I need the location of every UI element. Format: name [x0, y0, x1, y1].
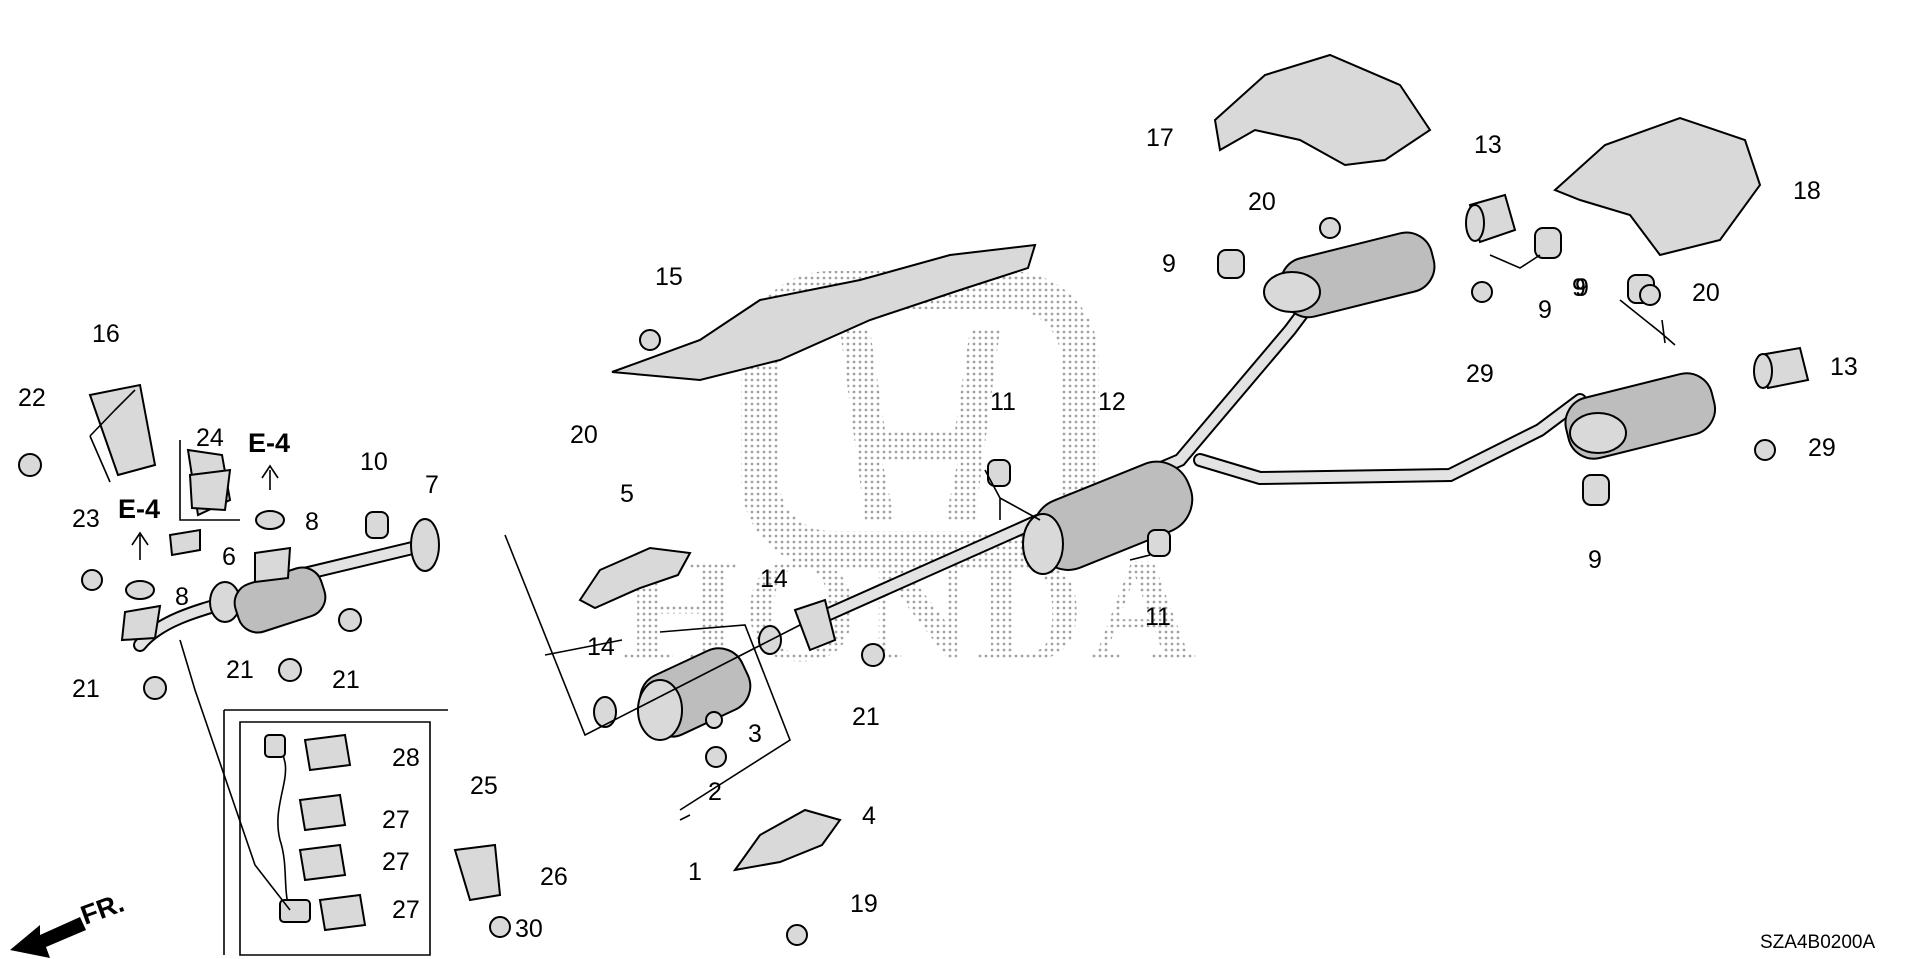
callout-6: 6	[222, 543, 236, 571]
ref-label-e4-upper: E-4	[248, 428, 290, 458]
callout-27c: 27	[392, 896, 420, 924]
callout-12: 12	[1098, 388, 1126, 416]
heat-shield-16	[88, 383, 157, 477]
callout-8a: 8	[305, 508, 319, 536]
callout-24: 24	[196, 424, 224, 452]
callout-27b: 27	[382, 848, 410, 876]
callout-9e: 9	[1572, 274, 1586, 302]
callout-16: 16	[92, 320, 120, 348]
catalytic-converter-front	[209, 518, 440, 634]
heat-shield-5	[578, 546, 692, 610]
callout-9c: 9	[1575, 274, 1589, 302]
callout-9b: 9	[1538, 296, 1552, 324]
callout-20a: 20	[570, 421, 598, 449]
ref-arrow-lower	[131, 531, 149, 560]
callout-30: 30	[515, 915, 543, 943]
callout-19: 19	[850, 890, 878, 918]
callout-5: 5	[620, 480, 634, 508]
ref-label-e4-lower: E-4	[118, 494, 160, 524]
callout-9a: 9	[1162, 250, 1176, 278]
heat-shield-17	[1213, 53, 1432, 167]
callout-20b: 20	[1248, 188, 1276, 216]
callout-21c: 21	[332, 666, 360, 694]
tailpipe-tip-upper	[1465, 193, 1517, 244]
callout-8b: 8	[175, 583, 189, 611]
callout-21d: 21	[852, 703, 880, 731]
heat-shield-18	[1553, 116, 1762, 257]
callout-17: 17	[1146, 124, 1174, 152]
drawing-code: SZA4B0200A	[1760, 932, 1875, 953]
callout-3: 3	[748, 720, 762, 748]
callout-29a: 29	[1466, 360, 1494, 388]
callout-18: 18	[1793, 177, 1821, 205]
bracket-24	[188, 468, 232, 512]
callout-22: 22	[18, 384, 46, 412]
callout-28: 28	[392, 744, 420, 772]
fasteners	[18, 217, 1776, 946]
callout-1: 1	[688, 858, 702, 886]
callout-labels: 1 2 3 4 5 6 7 8 8 9 9 9 9 9 10 11 11 12 …	[18, 124, 1858, 943]
catalytic-converter-1	[637, 647, 752, 741]
callout-23: 23	[72, 505, 100, 533]
center-resonator	[1022, 460, 1194, 575]
muffler-right	[1263, 231, 1436, 319]
tailpipe-tip-lower	[1753, 346, 1810, 390]
callout-25: 25	[470, 772, 498, 800]
callout-4: 4	[862, 802, 876, 830]
callout-20c: 20	[1692, 279, 1720, 307]
ref-arrow-upper	[261, 464, 279, 490]
callout-14a: 14	[760, 565, 788, 593]
leader-lines	[89, 254, 1676, 911]
callout-27a: 27	[382, 806, 410, 834]
front-direction-arrow: FR.	[10, 888, 128, 958]
callout-15: 15	[655, 263, 683, 291]
callout-7: 7	[425, 471, 439, 499]
callout-2: 2	[708, 778, 722, 806]
front-arrow-label: FR.	[77, 888, 128, 931]
gaskets	[125, 510, 782, 728]
callout-21a: 21	[72, 675, 100, 703]
callout-13b: 13	[1830, 353, 1858, 381]
bracket-box-24	[179, 440, 240, 521]
callout-13a: 13	[1474, 131, 1502, 159]
muffler-left	[1564, 372, 1716, 460]
callout-11a: 11	[990, 388, 1016, 416]
heat-shield-15	[611, 243, 1037, 382]
callout-9d: 9	[1588, 546, 1602, 574]
callout-26: 26	[540, 863, 568, 891]
oxygen-sensor-kit-box	[223, 709, 502, 956]
heat-shield-4	[732, 808, 842, 872]
callout-29b: 29	[1808, 434, 1836, 462]
callout-11b: 11	[1145, 603, 1171, 631]
callout-10: 10	[360, 448, 388, 476]
callout-14b: 14	[587, 633, 615, 661]
callout-21b: 21	[226, 656, 254, 684]
